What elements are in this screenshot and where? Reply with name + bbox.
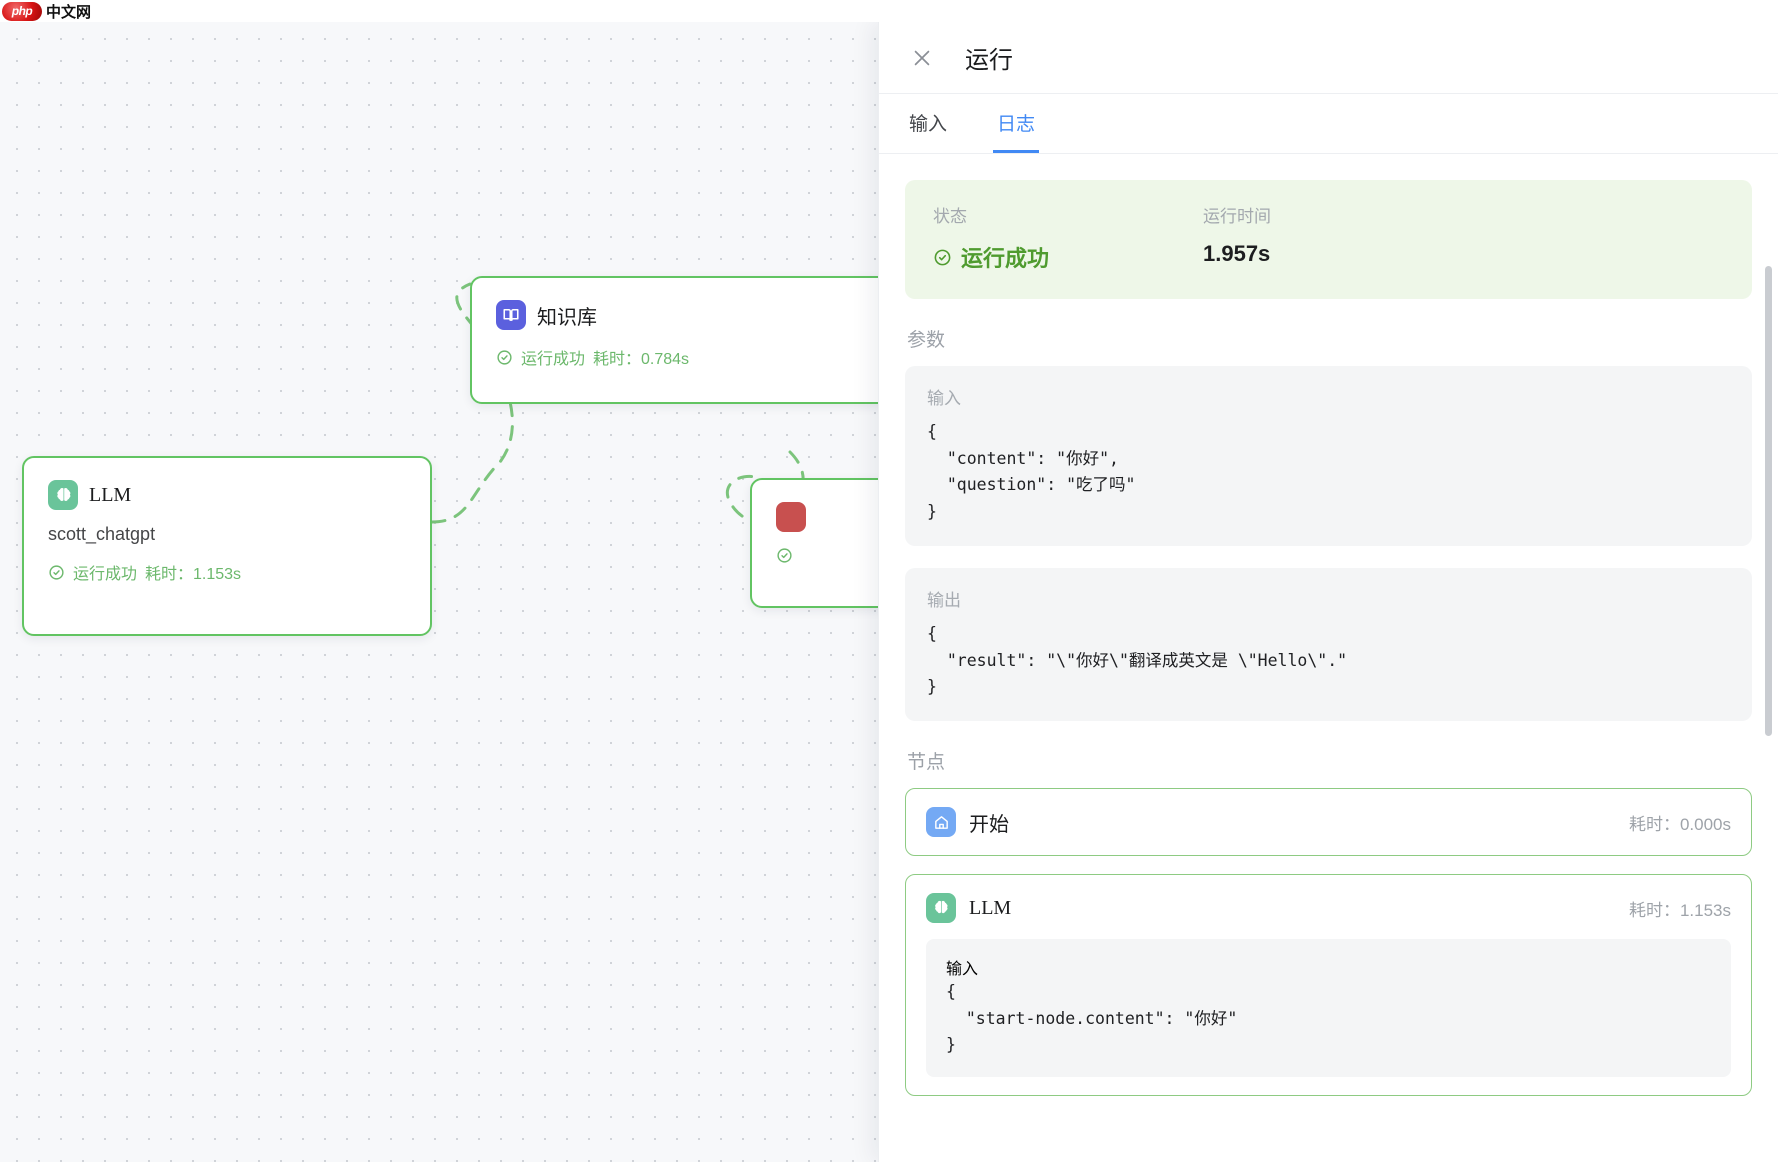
log-node-input-box: 输入 { "start-node.content": "你好" } bbox=[926, 939, 1731, 1078]
panel-body: 状态 运行成功 运行时间 1.957s 参数 输入 { "content": bbox=[879, 154, 1778, 1162]
php-logo-icon: php bbox=[2, 1, 42, 21]
node-title: 知识库 bbox=[537, 306, 597, 329]
node-header bbox=[776, 502, 878, 532]
nodes-section-label: 节点 bbox=[907, 752, 946, 774]
book-icon bbox=[496, 300, 526, 330]
log-node-header: 开始 耗时：0.000s bbox=[926, 807, 1731, 838]
brain-icon bbox=[48, 480, 78, 510]
params-output-code: { "result": "\"你好\"翻译成英文是 \"Hello\"." } bbox=[927, 623, 1348, 697]
check-circle-icon bbox=[777, 548, 792, 563]
runtime-column: 运行时间 1.957s bbox=[1203, 202, 1271, 267]
node-duration: 耗时：0.784s bbox=[593, 351, 690, 368]
run-log-panel: 运行 输入 日志 状态 运行成功 运行时间 1.95 bbox=[878, 22, 1778, 1162]
log-node-header: LLM 耗时：1.153s bbox=[926, 893, 1731, 924]
panel-title: 运行 bbox=[965, 47, 1013, 74]
params-output-box: 输出 { "result": "\"你好\"翻译成英文是 \"Hello\"."… bbox=[905, 567, 1752, 722]
check-circle-icon bbox=[934, 249, 951, 265]
panel-scrollbar-track[interactable] bbox=[1765, 266, 1775, 1158]
status-column: 状态 运行成功 bbox=[933, 202, 1203, 273]
close-icon[interactable] bbox=[905, 41, 939, 75]
node-status-text: 运行成功 bbox=[521, 351, 586, 368]
node-status: 运行成功 耗时：1.153s bbox=[48, 560, 406, 584]
status-value-text: 运行成功 bbox=[961, 246, 1050, 271]
tab-log[interactable]: 日志 bbox=[993, 94, 1040, 153]
node-subtitle: scott_chatgpt bbox=[48, 524, 156, 544]
check-circle-icon bbox=[497, 349, 512, 365]
watermark-bar: php 中文网 bbox=[0, 0, 1778, 22]
runtime-value: 1.957s bbox=[1203, 241, 1271, 266]
params-section-label: 参数 bbox=[907, 330, 946, 351]
panel-tabs: 输入 日志 bbox=[879, 94, 1778, 154]
log-node-body: 输入 { "start-node.content": "你好" } bbox=[926, 939, 1731, 1078]
node-status-text: 运行成功 bbox=[73, 566, 138, 583]
log-node-input-label: 输入 bbox=[946, 961, 979, 979]
log-node-input-code: { "start-node.content": "你好" } bbox=[946, 982, 1238, 1055]
brain-icon bbox=[926, 893, 956, 924]
log-node-card-start[interactable]: 开始 耗时：0.000s bbox=[905, 788, 1752, 857]
status-label: 状态 bbox=[933, 207, 967, 226]
canvas-node-llm[interactable]: LLM scott_chatgpt 运行成功 耗时：1.153s bbox=[22, 456, 432, 636]
node-status: 运行成功 耗时：0.784s bbox=[496, 345, 864, 369]
params-output-label: 输出 bbox=[927, 590, 961, 610]
square-icon bbox=[776, 502, 806, 532]
workflow-canvas[interactable]: 知识库 运行成功 耗时：0.784s LLM scott_chatgpt bbox=[0, 22, 878, 1162]
panel-header: 运行 bbox=[879, 22, 1778, 94]
log-node-card-llm[interactable]: LLM 耗时：1.153s 输入 { "start-node.content":… bbox=[905, 874, 1752, 1097]
params-input-label: 输入 bbox=[927, 389, 961, 408]
params-input-box: 输入 { "content": "你好", "question": "吃了吗" … bbox=[905, 366, 1752, 546]
status-value: 运行成功 bbox=[933, 241, 1203, 273]
check-circle-icon bbox=[49, 564, 64, 580]
home-icon bbox=[926, 807, 956, 838]
tab-input[interactable]: 输入 bbox=[909, 113, 948, 135]
node-duration: 耗时：1.153s bbox=[145, 566, 242, 583]
canvas-node-partial[interactable] bbox=[750, 478, 878, 608]
log-node-duration: 耗时：0.000s bbox=[1628, 814, 1731, 834]
params-input-code: { "content": "你好", "question": "吃了吗" } bbox=[927, 422, 1136, 522]
watermark-site-text: 中文网 bbox=[46, 2, 92, 21]
node-title: LLM bbox=[89, 483, 132, 506]
panel-scrollbar-thumb[interactable] bbox=[1765, 266, 1772, 736]
log-node-title: 开始 bbox=[969, 813, 1009, 836]
node-header: LLM bbox=[48, 480, 406, 510]
canvas-node-knowledge-base[interactable]: 知识库 运行成功 耗时：0.784s bbox=[470, 276, 878, 404]
runtime-label: 运行时间 bbox=[1203, 207, 1271, 226]
run-status-card: 状态 运行成功 运行时间 1.957s bbox=[905, 180, 1752, 299]
node-header: 知识库 bbox=[496, 300, 864, 330]
node-status bbox=[776, 547, 878, 564]
log-node-title: LLM bbox=[969, 896, 1012, 919]
log-node-duration: 耗时：1.153s bbox=[1628, 900, 1731, 920]
